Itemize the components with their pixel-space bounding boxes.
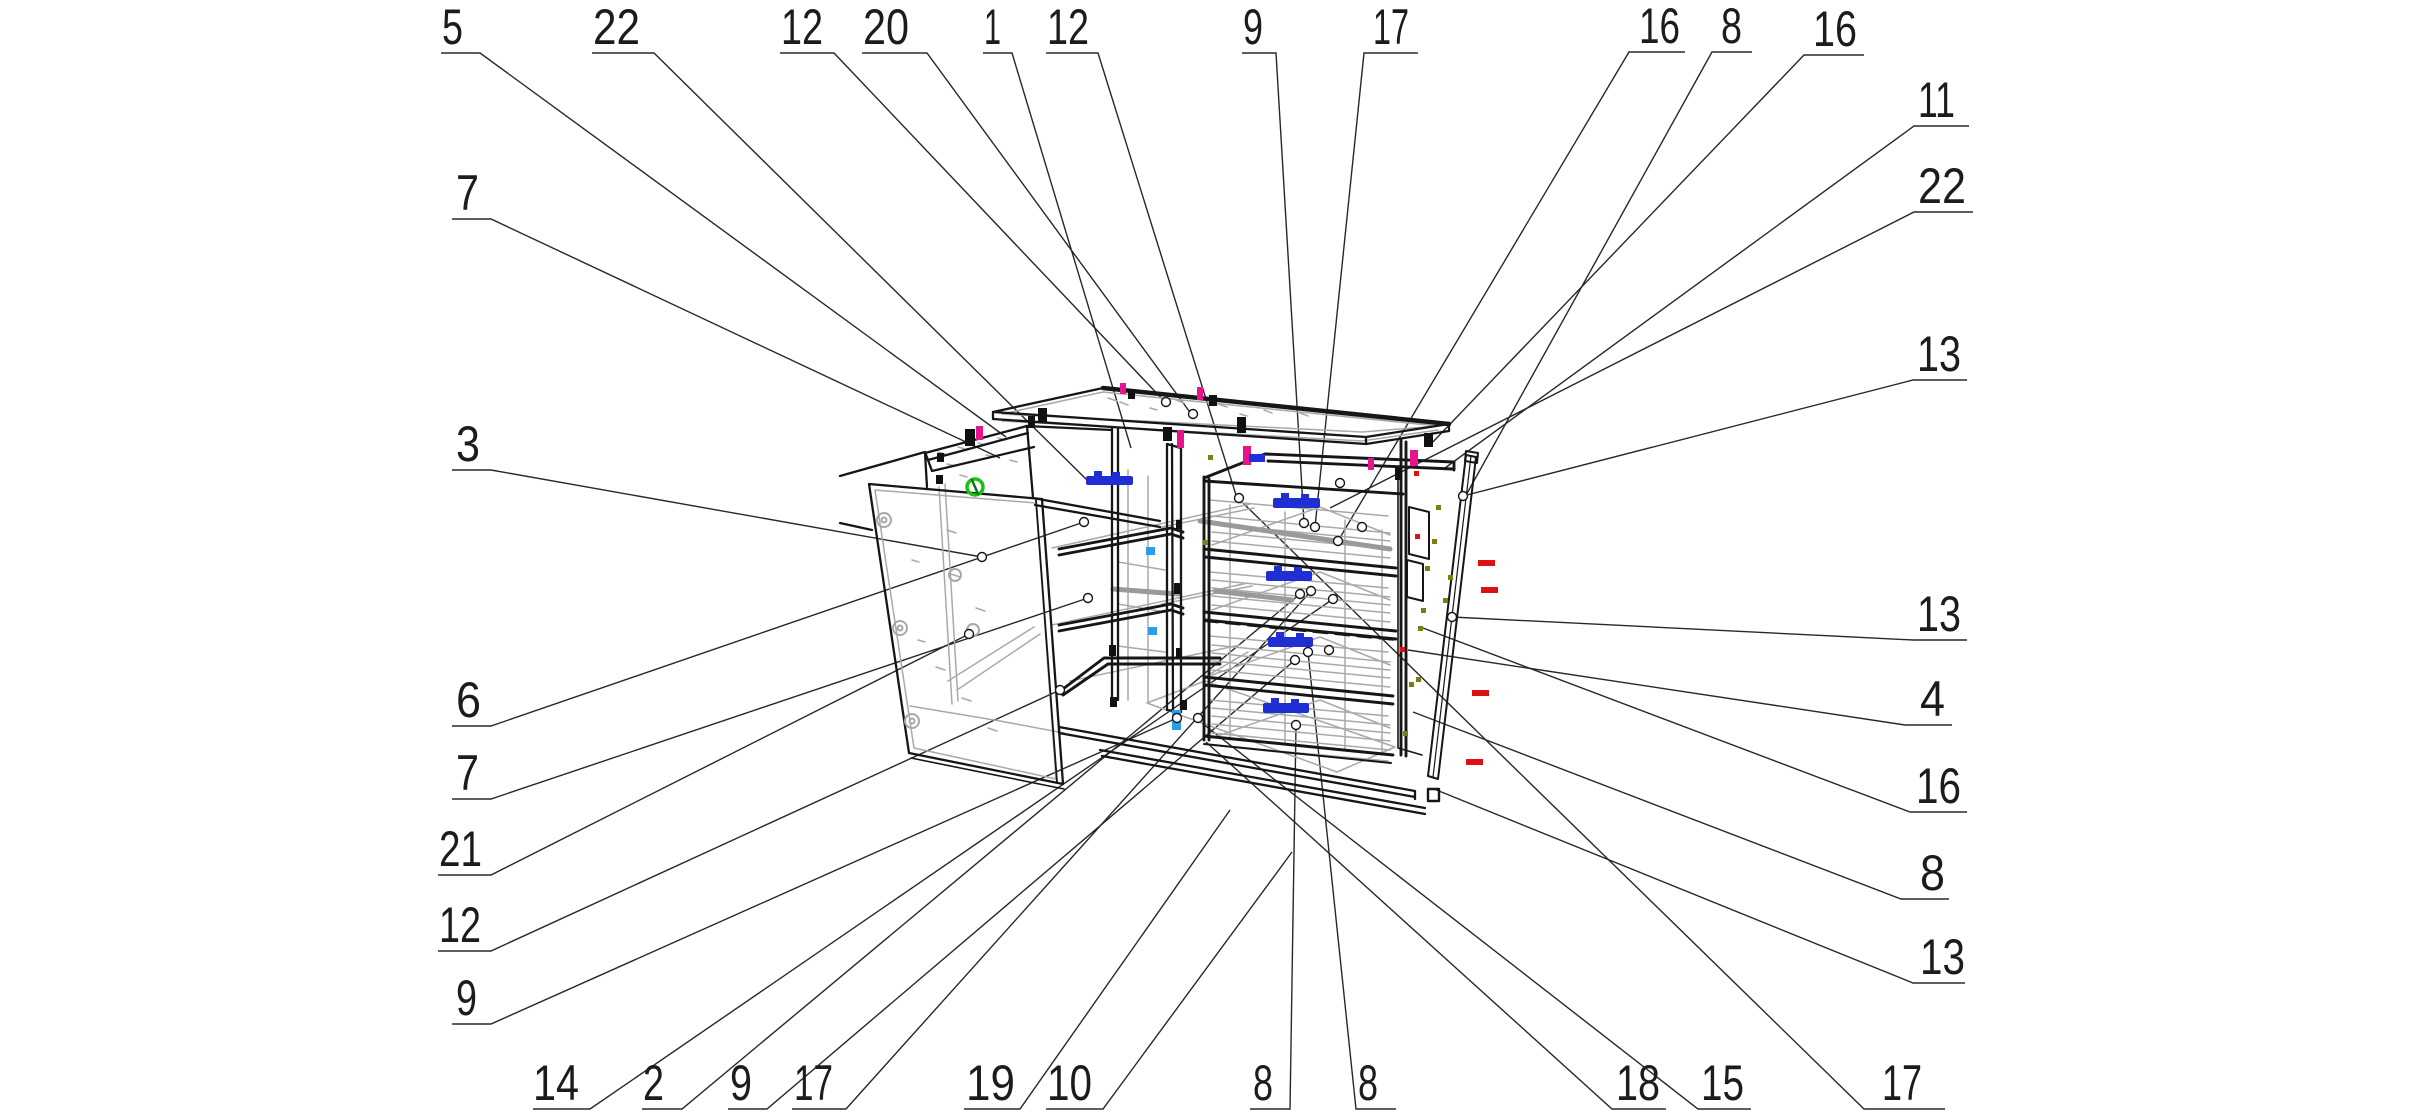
svg-text:11: 11 <box>1918 72 1955 128</box>
svg-text:16: 16 <box>1813 1 1857 57</box>
svg-text:15: 15 <box>1701 1055 1744 1111</box>
svg-text:12: 12 <box>1047 0 1089 55</box>
svg-text:17: 17 <box>1373 0 1409 55</box>
svg-text:5: 5 <box>442 0 463 55</box>
svg-text:22: 22 <box>1918 158 1966 214</box>
svg-text:7: 7 <box>456 165 479 221</box>
svg-text:19: 19 <box>966 1055 1015 1111</box>
svg-text:22: 22 <box>593 0 640 55</box>
svg-text:17: 17 <box>1882 1055 1922 1111</box>
svg-text:21: 21 <box>439 821 482 877</box>
svg-text:8: 8 <box>1358 1055 1378 1111</box>
svg-text:14: 14 <box>533 1055 579 1111</box>
svg-text:10: 10 <box>1047 1055 1092 1111</box>
svg-text:1: 1 <box>984 0 1001 55</box>
svg-text:13: 13 <box>1917 326 1961 382</box>
svg-text:12: 12 <box>781 0 823 55</box>
svg-text:6: 6 <box>456 672 481 728</box>
svg-text:9: 9 <box>730 1055 752 1111</box>
svg-text:8: 8 <box>1253 1055 1273 1111</box>
svg-text:8: 8 <box>1721 0 1742 54</box>
svg-text:13: 13 <box>1920 929 1965 985</box>
svg-text:16: 16 <box>1639 0 1680 54</box>
svg-text:7: 7 <box>456 745 479 801</box>
svg-text:8: 8 <box>1920 845 1945 901</box>
svg-text:9: 9 <box>456 970 477 1026</box>
svg-text:2: 2 <box>643 1055 664 1111</box>
svg-text:18: 18 <box>1616 1055 1660 1111</box>
svg-text:16: 16 <box>1916 758 1961 814</box>
svg-text:12: 12 <box>439 897 481 953</box>
svg-text:9: 9 <box>1243 0 1263 55</box>
svg-text:13: 13 <box>1917 586 1961 642</box>
svg-text:3: 3 <box>456 416 480 472</box>
svg-text:4: 4 <box>1920 671 1945 727</box>
svg-text:20: 20 <box>863 0 909 55</box>
svg-text:17: 17 <box>794 1055 833 1111</box>
